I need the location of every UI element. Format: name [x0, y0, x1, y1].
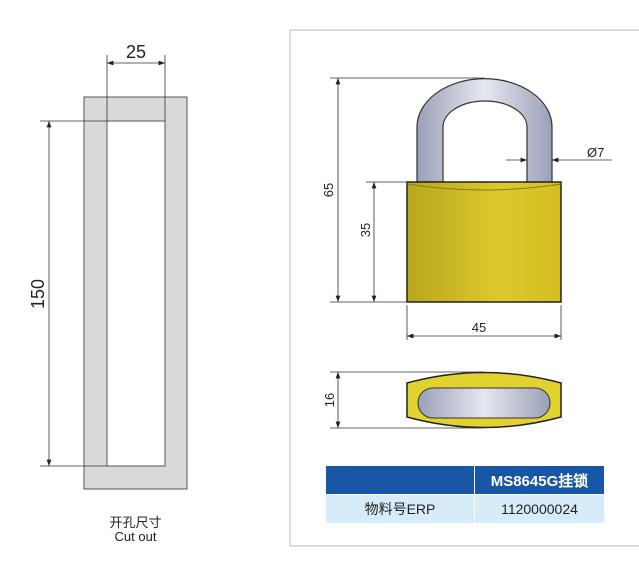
body-width-label: 45 [472, 320, 486, 335]
body-height-label: 35 [358, 223, 373, 237]
erp-value-cell: 1120000024 [474, 494, 605, 524]
product-panel [289, 29, 639, 547]
cutout-width-label: 25 [126, 42, 146, 62]
table-header-row: MS8645G挂锁 [325, 465, 605, 495]
padlock-front-view [406, 78, 562, 303]
header-cell [325, 465, 475, 495]
padlock-top-view [406, 371, 562, 429]
cutout-caption-en: Cut out [114, 529, 157, 544]
cutout-drawing [40, 55, 188, 490]
product-table: MS8645G挂锁 物料号ERP 1120000024 [325, 465, 605, 524]
cutout-caption-cn: 开孔尺寸 [109, 515, 162, 530]
table-row: 物料号ERP 1120000024 [325, 494, 605, 524]
erp-label-cell: 物料号ERP [325, 494, 475, 524]
header-cell-model: MS8645G挂锁 [474, 465, 605, 495]
shackle-diameter-label: Ø7 [587, 145, 604, 160]
total-height-label: 65 [321, 183, 336, 197]
cutout-height-label: 150 [28, 279, 48, 309]
thickness-label: 16 [322, 393, 337, 407]
